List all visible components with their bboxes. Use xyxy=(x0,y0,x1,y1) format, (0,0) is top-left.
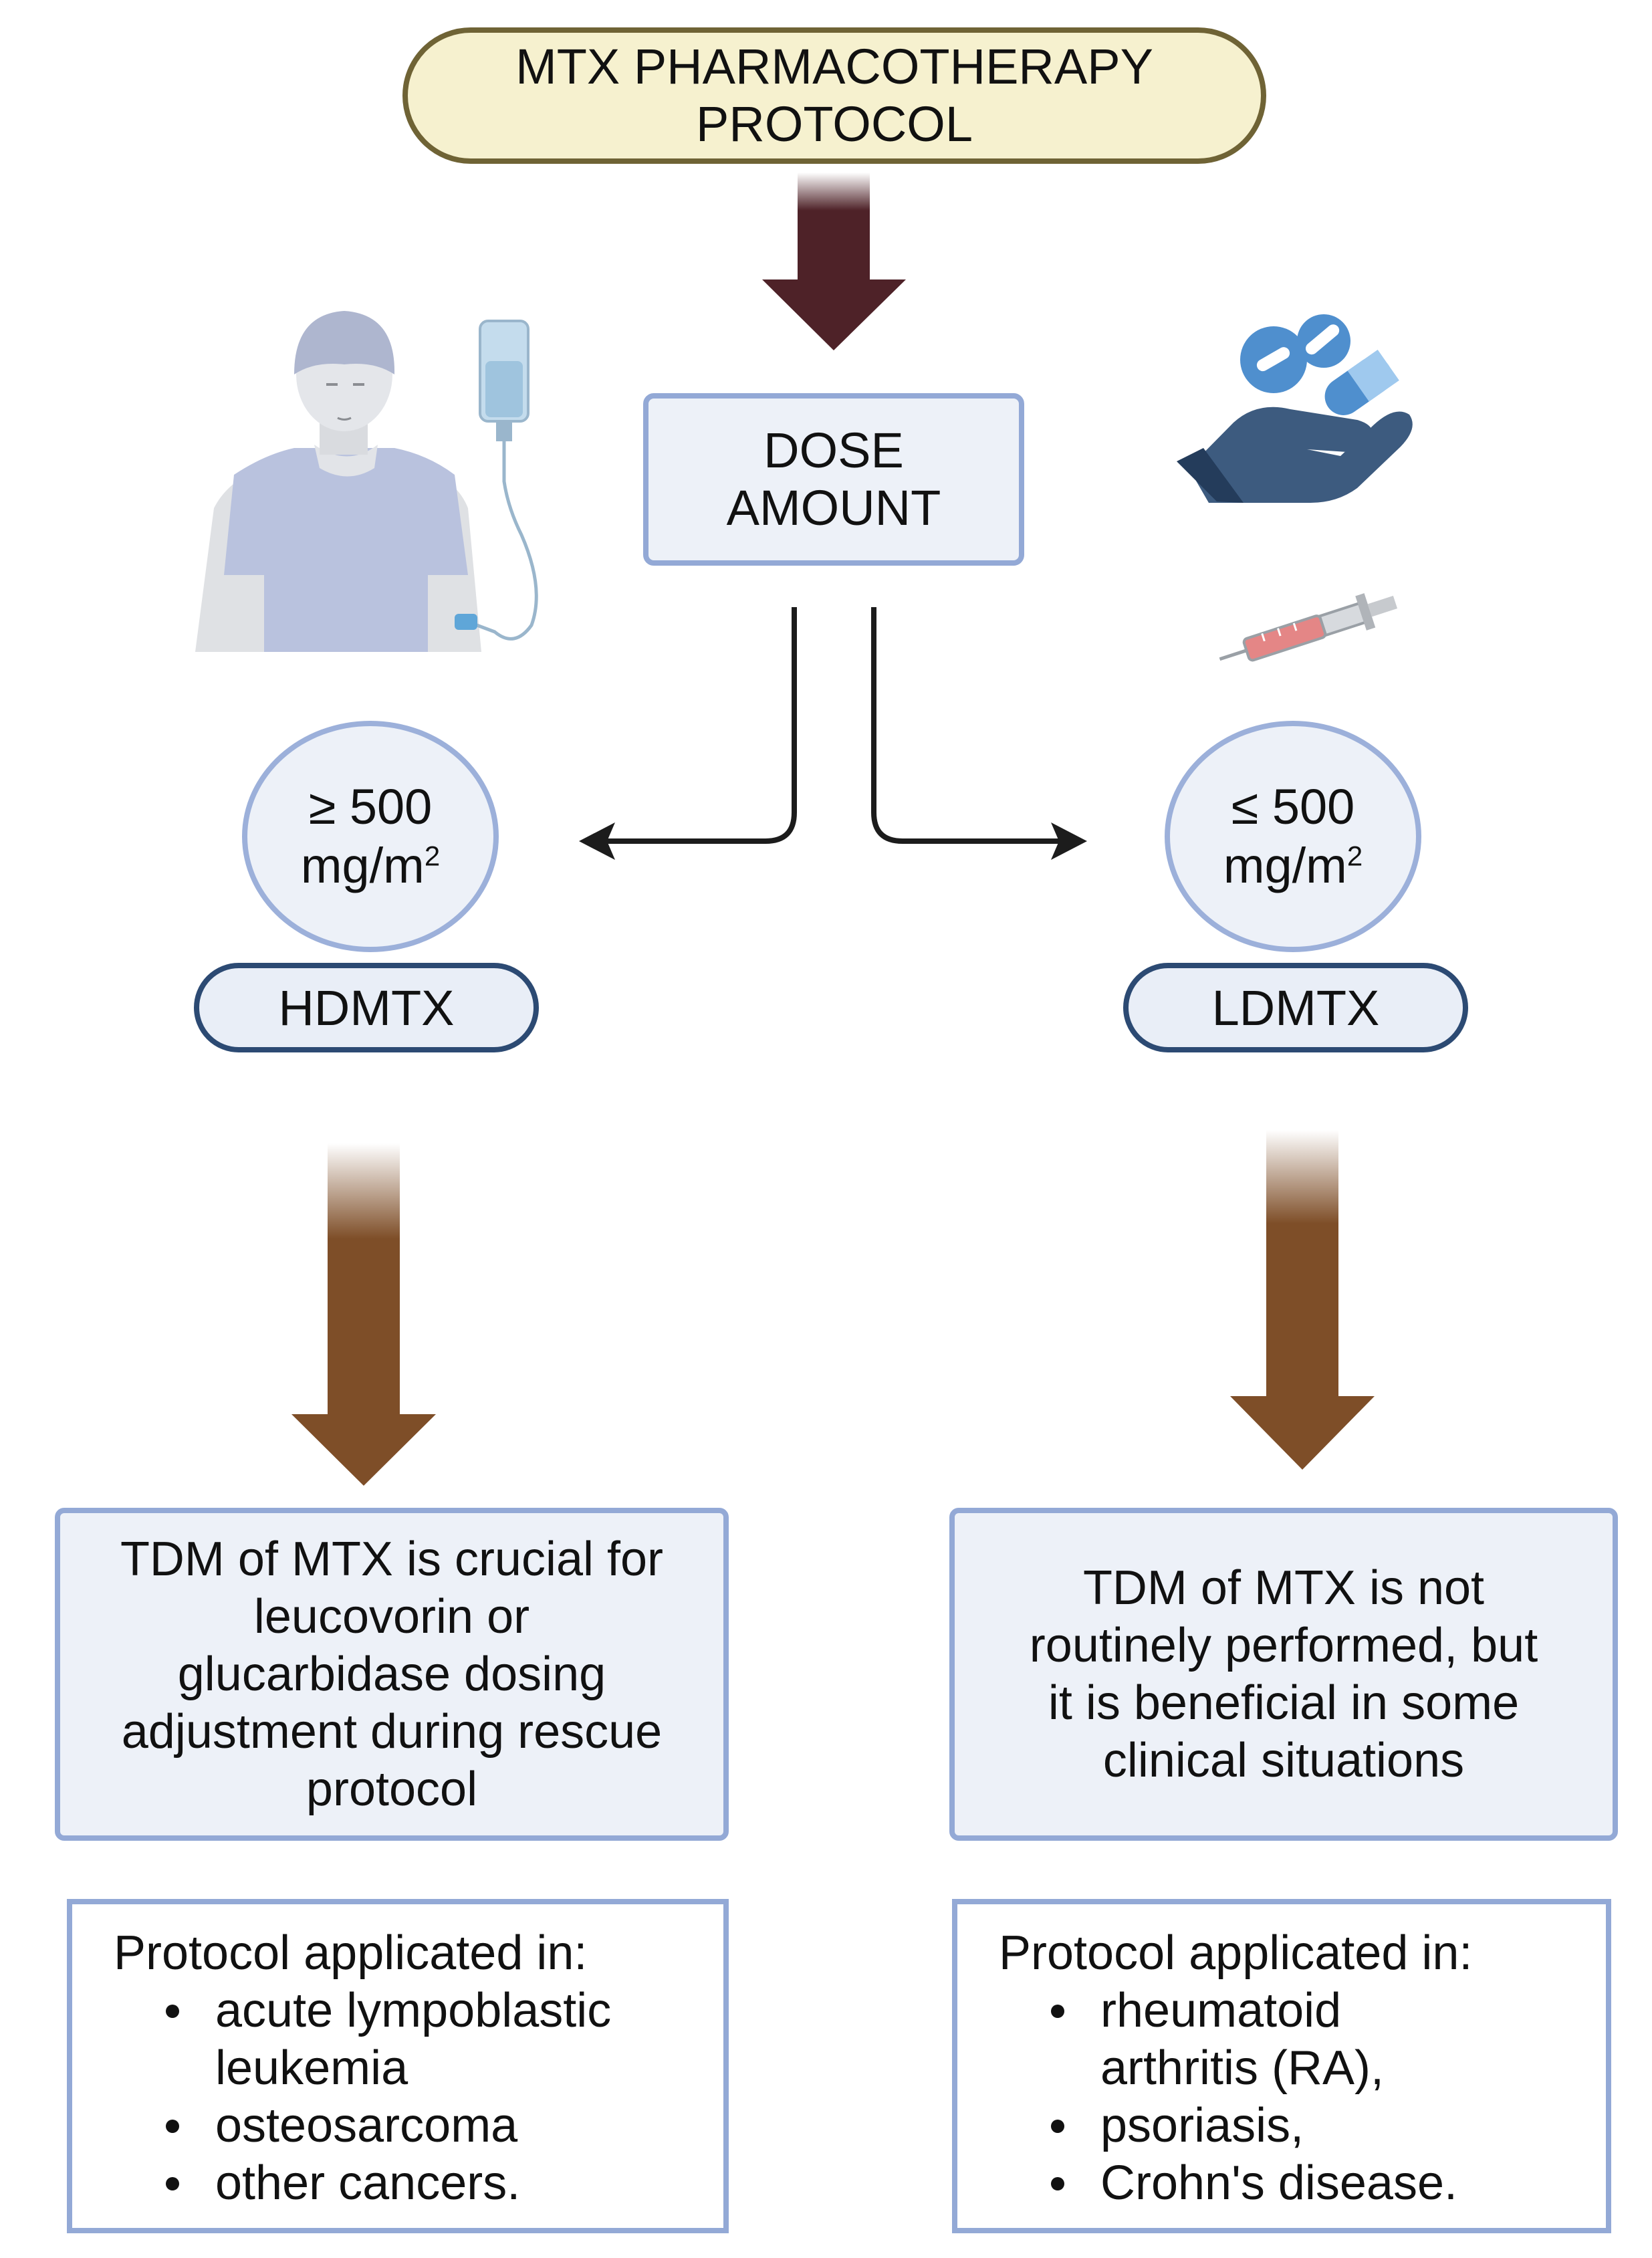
dose-amount-box: DOSE AMOUNT xyxy=(643,393,1024,566)
hdmtx-tdm-line: leucovorin or xyxy=(253,1590,530,1644)
title-line-1: MTX PHARMACOTHERAPY xyxy=(515,39,1153,94)
ldmtx-tdm-line: it is beneficial in some xyxy=(1048,1676,1520,1730)
hdmtx-tdm-box: TDM of MTX is crucial for leucovorin or … xyxy=(55,1508,729,1841)
low-dose-exponent: 2 xyxy=(1346,840,1363,872)
hdmtx-applications-box: Protocol applicated in: acute lympoblast… xyxy=(67,1899,729,2233)
ldmtx-tdm-line: clinical situations xyxy=(1102,1734,1465,1787)
syringe-icon xyxy=(1219,593,1398,662)
hdmtx-tdm-line: adjustment during rescue xyxy=(121,1705,663,1759)
ldmtx-applications-box: Protocol applicated in: rheumatoid arthr… xyxy=(952,1899,1611,2233)
title-line-2: PROTOCOL xyxy=(696,96,973,152)
high-dose-exponent: 2 xyxy=(424,840,441,872)
ldmtx-label: LDMTX xyxy=(1123,963,1468,1052)
hdmtx-tdm-line: TDM of MTX is crucial for xyxy=(120,1533,664,1586)
list-item: psoriasis, xyxy=(1051,2097,1606,2154)
list-item: rheumatoid arthritis (RA), xyxy=(1051,1982,1415,2097)
low-dose-unit: mg/m xyxy=(1223,838,1347,893)
patient-iv-drip-icon xyxy=(195,311,538,652)
ldmtx-applications-title: Protocol applicated in: xyxy=(999,1926,1473,1980)
hdmtx-tdm-line: glucarbidase dosing xyxy=(177,1648,606,1701)
branch-arrow-right xyxy=(871,607,1087,860)
dose-box-line-1: DOSE xyxy=(763,423,904,478)
top-down-arrow xyxy=(762,173,906,350)
list-item: Crohn's disease. xyxy=(1051,2154,1606,2212)
hdmtx-text: HDMTX xyxy=(278,980,455,1036)
low-dose-value: ≤ 500 xyxy=(1231,779,1355,834)
low-dose-circle: ≤ 500 mg/m2 xyxy=(1165,721,1421,952)
hdmtx-applications-title: Protocol applicated in: xyxy=(114,1926,588,1980)
ldmtx-applications-list: rheumatoid arthritis (RA), psoriasis, Cr… xyxy=(999,1982,1606,2212)
list-item: acute lympoblastic leukemia xyxy=(166,1982,643,2097)
dose-box-line-2: AMOUNT xyxy=(726,480,941,536)
hand-pills-icon xyxy=(1177,314,1413,503)
hdmtx-applications-list: acute lympoblastic leukemia osteosarcoma… xyxy=(114,1982,723,2212)
ldmtx-tdm-line: routinely performed, but xyxy=(1029,1619,1538,1672)
high-dose-unit-line: mg/m2 xyxy=(301,836,440,895)
high-dose-value: ≥ 500 xyxy=(308,779,433,834)
high-dose-unit: mg/m xyxy=(300,838,425,893)
list-item: other cancers. xyxy=(166,2154,723,2212)
branch-arrow-left xyxy=(579,607,797,860)
ldmtx-text: LDMTX xyxy=(1211,980,1380,1036)
down-arrow-left xyxy=(291,1143,436,1486)
down-arrow-right xyxy=(1230,1130,1375,1470)
hdmtx-label: HDMTX xyxy=(194,963,539,1052)
ldmtx-tdm-box: TDM of MTX is not routinely performed, b… xyxy=(949,1508,1618,1841)
hdmtx-tdm-line: protocol xyxy=(306,1763,478,1816)
high-dose-circle: ≥ 500 mg/m2 xyxy=(242,721,499,952)
protocol-title: MTX PHARMACOTHERAPY PROTOCOL xyxy=(402,27,1266,164)
ldmtx-tdm-line: TDM of MTX is not xyxy=(1082,1561,1485,1615)
low-dose-unit-line: mg/m2 xyxy=(1223,836,1363,895)
list-item: osteosarcoma xyxy=(166,2097,723,2154)
